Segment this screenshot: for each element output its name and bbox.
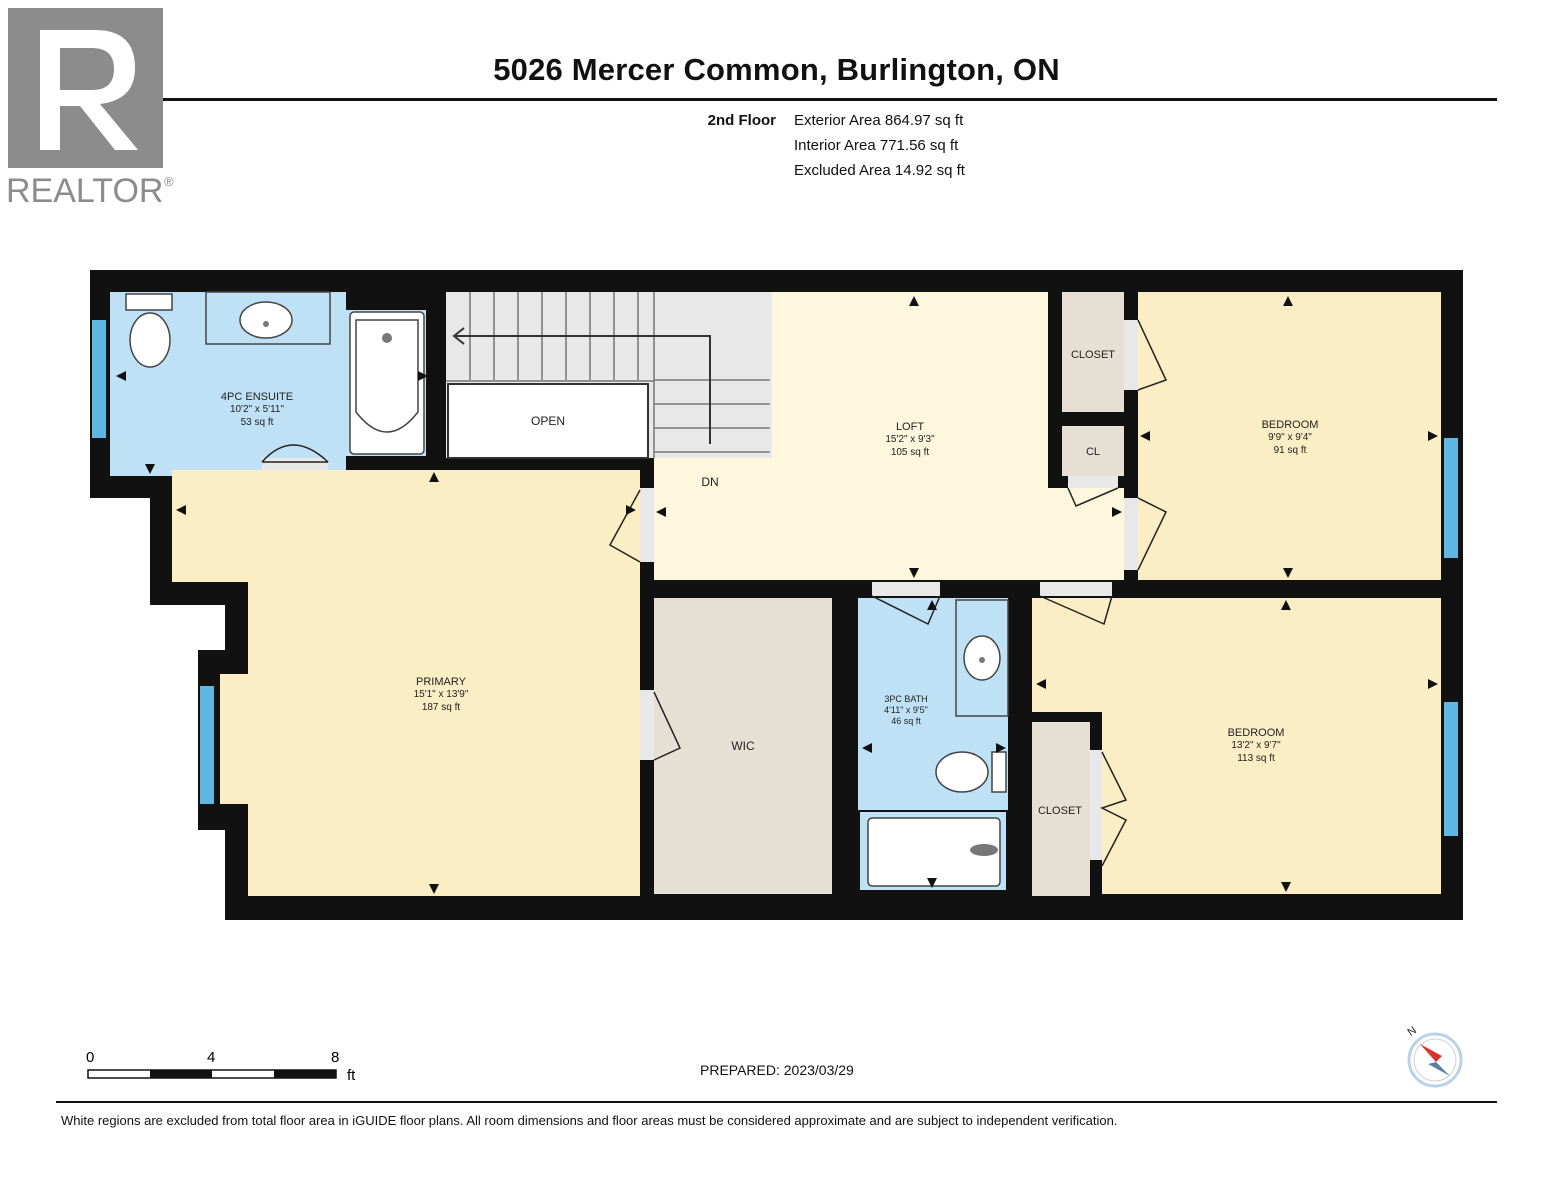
closet-bottom-label: CLOSET — [1038, 805, 1082, 817]
closet-top-label: CLOSET — [1071, 349, 1115, 361]
loft-area: 105 sq ft — [891, 447, 930, 458]
logo-r-letter — [40, 30, 138, 150]
area-summary: Exterior Area 864.97 sq ft Interior Area… — [794, 108, 965, 183]
cl-floor — [1062, 426, 1124, 476]
primary-dims: 15'1" x 13'9" — [414, 689, 469, 700]
plumbing-fixtures — [125, 291, 1009, 887]
bedroom-1-dims: 9'9" x 9'4" — [1268, 432, 1312, 443]
scale-tick-8: 8 — [331, 1049, 339, 1066]
fixture-details — [263, 321, 998, 856]
compass-icon: N — [1405, 1024, 1463, 1088]
floor-label: 2nd Floor — [707, 112, 776, 129]
open-label: OPEN — [531, 414, 565, 428]
bedroom-1-floor — [1138, 292, 1441, 580]
stairs-down-label: DN — [701, 475, 718, 489]
primary-area: 187 sq ft — [422, 702, 461, 713]
open-area — [448, 384, 648, 458]
excluded-area: Excluded Area 14.92 sq ft — [794, 162, 965, 179]
bedroom-2-dims: 13'2" x 9'7" — [1231, 740, 1281, 751]
bedroom-1-name: BEDROOM — [1262, 419, 1319, 431]
exterior-area: Exterior Area 864.97 sq ft — [794, 112, 964, 129]
bath-name: 3PC BATH — [884, 694, 927, 704]
open-outline — [447, 383, 649, 459]
ensuite-area: 53 sq ft — [241, 417, 274, 428]
primary-floor — [172, 470, 640, 896]
scale-tick-0: 0 — [86, 1049, 94, 1066]
compass-north-label: N — [1405, 1024, 1418, 1038]
prepared-date: PREPARED: 2023/03/29 — [700, 1062, 854, 1078]
disclaimer: White regions are excluded from total fl… — [61, 1113, 1118, 1128]
wic-label: WIC — [731, 739, 755, 753]
windows — [92, 320, 1458, 836]
closet-top-floor — [1062, 292, 1124, 412]
loft-dims: 15'2" x 9'3" — [885, 434, 935, 445]
door-swings — [261, 319, 1168, 867]
primary-name: PRIMARY — [416, 676, 467, 688]
stair-treads — [446, 292, 770, 458]
logo-text: REALTOR — [6, 172, 163, 210]
loft-floor — [654, 292, 1124, 580]
page-title: 5026 Mercer Common, Burlington, ON — [493, 52, 1060, 87]
primary-notch — [220, 674, 250, 804]
title-rule — [56, 98, 1497, 101]
interior-area: Interior Area 771.56 sq ft — [794, 137, 959, 154]
bedroom-1-area: 91 sq ft — [1274, 445, 1307, 456]
closet-bottom-floor — [1032, 722, 1090, 896]
bedroom-2-floor — [1032, 598, 1441, 894]
ensuite-dims: 10'2" x 5'11" — [230, 404, 285, 415]
bath-dims: 4'11" x 9'5" — [884, 705, 928, 715]
bedroom-2-area: 113 sq ft — [1237, 753, 1275, 764]
ensuite-name: 4PC ENSUITE — [221, 391, 293, 403]
wic-floor — [654, 598, 832, 894]
dimension-arrows — [116, 296, 1438, 894]
scale-tick-4: 4 — [207, 1049, 215, 1066]
realtor-logo: REALTOR ® — [6, 8, 174, 210]
scale-bar: 0 4 8 ft — [86, 1049, 356, 1084]
scale-unit: ft — [347, 1067, 356, 1084]
bedroom-2-name: BEDROOM — [1228, 727, 1285, 739]
footer-rule — [56, 1101, 1497, 1103]
loft-name: LOFT — [896, 421, 924, 433]
cl-label: CL — [1086, 446, 1100, 458]
logo-registered-mark: ® — [164, 174, 174, 189]
bath-area: 46 sq ft — [891, 716, 921, 726]
